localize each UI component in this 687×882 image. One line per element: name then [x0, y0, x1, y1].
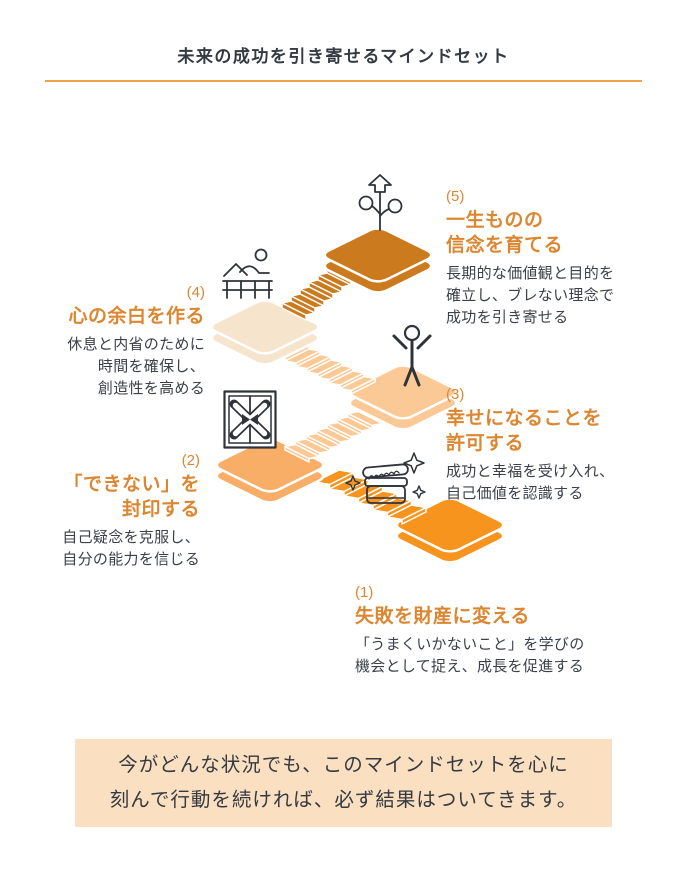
text-line: 封印する	[121, 499, 200, 521]
text-line: 今がどんな状況でも、このマインドセットを心に	[118, 753, 569, 776]
step-5-title: 一生ものの 信念を育てる	[446, 208, 614, 258]
platform-step3	[345, 363, 462, 432]
text-line: 許可する	[446, 433, 525, 455]
text-line: 長期的な価値観と目的を	[446, 265, 615, 283]
step-1-block: (1) 失敗を財産に変える 「うまくいかないこと」を学びの 機会として捉え、成長…	[355, 584, 585, 678]
text-line: 成功を引き寄せる	[446, 309, 569, 327]
text-line: 「できない」を	[63, 474, 200, 495]
title-underline	[45, 80, 642, 82]
step-1-number: (1)	[355, 584, 374, 601]
text-line: 自己価値を認識する	[446, 485, 584, 503]
step-3-number: (3)	[446, 386, 465, 403]
treasure-chest-icon	[345, 452, 426, 504]
hammock-rest-icon	[222, 248, 273, 299]
text-line: 時間を確保し、	[97, 358, 205, 376]
text-line: 自己疑念を克服し、	[62, 529, 200, 547]
text-line: 一生ものの	[446, 210, 544, 231]
step-3-description: 成功と幸福を受け入れ、 自己価値を認識する	[446, 461, 614, 505]
step-5-block: (5) 一生ものの 信念を育てる 長期的な価値観と目的を 確立し、ブレない理念で…	[446, 188, 614, 329]
text-line: 信念を育てる	[446, 235, 564, 257]
step-4-description: 休息と内省のために 時間を確保し、 創造性を高める	[67, 334, 205, 400]
text-line: 確立し、ブレない理念で	[446, 287, 615, 305]
step-2-block: (2) 「できない」を 封印する 自己疑念を克服し、 自分の能力を信じる	[62, 452, 200, 571]
cheering-person-icon	[392, 324, 432, 387]
step-2-number: (2)	[181, 452, 200, 469]
step-4-number: (4)	[186, 284, 205, 301]
step-4-title: 心の余白を作る	[67, 304, 205, 329]
boarded-door-icon	[223, 390, 277, 449]
step-5-description: 長期的な価値観と目的を 確立し、ブレない理念で 成功を引き寄せる	[446, 263, 614, 329]
footer-message-banner: 今がどんな状況でも、このマインドセットを心に 刻んで行動を続ければ、必ず結果はつ…	[75, 739, 612, 827]
text-line: 幸せになることを	[446, 408, 603, 429]
text-line: 「うまくいかないこと」を学びの	[355, 636, 585, 654]
staircase-diagram	[0, 174, 687, 590]
text-line: 成功と幸福を受け入れ、	[446, 463, 615, 481]
text-line: 失敗を財産に変える	[355, 606, 530, 627]
text-line: 創造性を高める	[97, 380, 205, 398]
text-line: 休息と内省のために	[67, 336, 205, 354]
step-1-title: 失敗を財産に変える	[355, 604, 585, 629]
step-3-block: (3) 幸せになることを 許可する 成功と幸福を受け入れ、 自己価値を認識する	[446, 386, 614, 505]
step-4-block: (4) 心の余白を作る 休息と内省のために 時間を確保し、 創造性を高める	[67, 284, 205, 400]
platform-step4	[207, 298, 324, 367]
step-5-number: (5)	[446, 188, 465, 205]
step-1-description: 「うまくいかないこと」を学びの 機会として捉え、成長を促進する	[355, 634, 585, 678]
text-line: 自分の能力を信じる	[62, 551, 200, 569]
text-line: 刻んで行動を続ければ、必ず結果はついてきます。	[109, 789, 578, 811]
step-3-title: 幸せになることを 許可する	[446, 406, 614, 456]
text-line: 心の余白を作る	[68, 306, 205, 327]
step-2-description: 自己疑念を克服し、 自分の能力を信じる	[62, 527, 200, 571]
page-title: 未来の成功を引き寄せるマインドセット	[177, 47, 510, 66]
platform-step5	[320, 226, 437, 295]
step-2-title: 「できない」を 封印する	[62, 472, 200, 522]
goal-signpost-icon	[358, 174, 403, 231]
text-line: 機会として捉え、成長を促進する	[355, 658, 585, 676]
